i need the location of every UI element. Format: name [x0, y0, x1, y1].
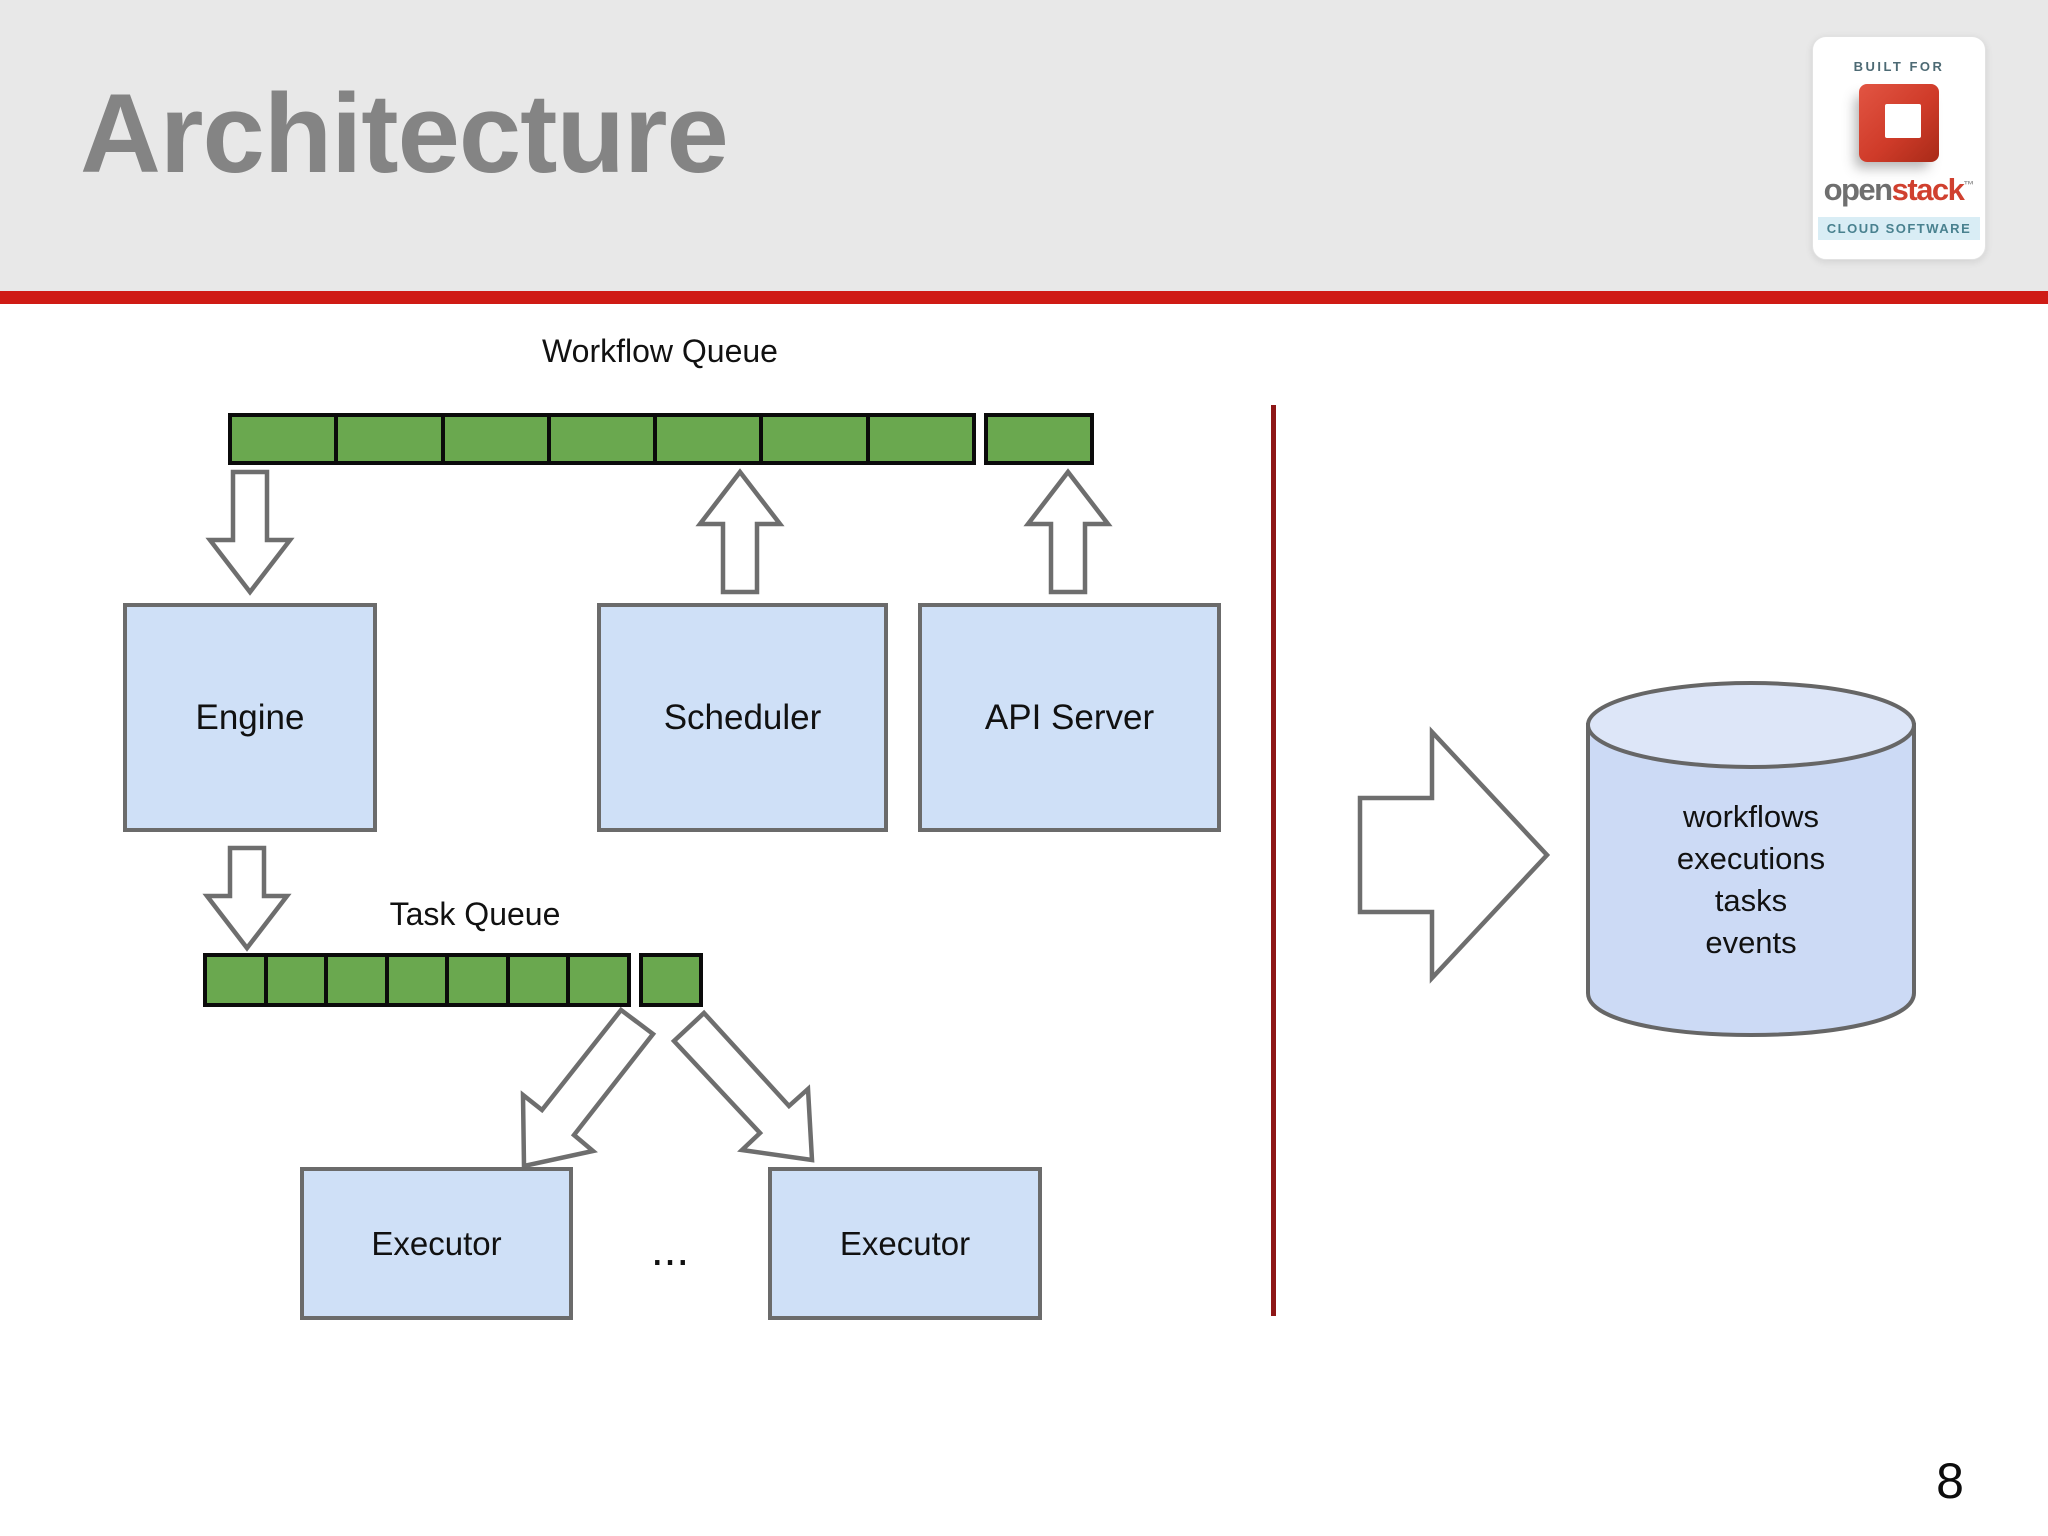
arrow-right-icon: [1357, 726, 1551, 984]
arrow-down-icon: [205, 469, 295, 596]
executor-box-right: Executor: [768, 1167, 1042, 1320]
db-line-workflows: workflows: [1682, 799, 1820, 834]
arrow-diagonal-left-icon: [520, 1006, 657, 1169]
task-queue-label: Task Queue: [389, 896, 561, 932]
cube-hole: [1885, 104, 1921, 138]
openstack-logo-badge: BUILT FOR openstack™ CLOUD SOFTWARE: [1812, 36, 1986, 260]
api-server-box: API Server: [918, 603, 1221, 832]
task-queue-bar: [203, 953, 703, 1007]
queue-cell: [865, 413, 976, 465]
database-cylinder-body: [1586, 723, 1916, 1037]
openstack-cube-logo-icon: [1859, 84, 1939, 162]
page-title: Architecture: [80, 71, 729, 196]
arrow-diagonal-right-icon: [670, 1009, 815, 1163]
logo-tagline: CLOUD SOFTWARE: [1817, 217, 1981, 240]
trademark-symbol: ™: [1963, 179, 1975, 192]
scheduler-label: Scheduler: [663, 697, 822, 737]
queue-cell: [228, 413, 339, 465]
queue-cell: [566, 953, 631, 1007]
engine-label: Engine: [195, 697, 305, 737]
engine-box: Engine: [123, 603, 377, 832]
arrow-up-icon: [1023, 468, 1113, 595]
openstack-wordmark: openstack™: [1813, 174, 1985, 205]
executor-box-left: Executor: [300, 1167, 573, 1320]
workflow-queue-label: Workflow Queue: [542, 333, 778, 369]
queue-cell: [440, 413, 551, 465]
database-cylinder-top: [1586, 681, 1916, 769]
header-band: Architecture BUILT FOR openstack™ CLOUD …: [0, 0, 2048, 291]
db-line-tasks: tasks: [1714, 883, 1788, 918]
queue-cell: [759, 413, 870, 465]
queue-cell: [324, 953, 389, 1007]
queue-cell: [653, 413, 764, 465]
scheduler-box: Scheduler: [597, 603, 888, 832]
executors-ellipsis: ...: [650, 1223, 690, 1275]
page-number: 8: [1936, 1453, 1964, 1509]
arrow-up-icon: [695, 468, 785, 595]
queue-cell: [203, 953, 268, 1007]
api-server-label: API Server: [984, 697, 1155, 737]
arrow-down-icon: [202, 845, 292, 952]
queue-cell: [546, 413, 657, 465]
queue-cell: [638, 953, 703, 1007]
db-line-executions: executions: [1676, 841, 1826, 876]
queue-cell: [505, 953, 570, 1007]
red-divider-line: [0, 291, 2048, 304]
queue-cell: [983, 413, 1094, 465]
wordmark-stack: stack: [1891, 172, 1965, 207]
database-contents: workflows executions tasks events: [1588, 796, 1914, 964]
logo-built-for-text: BUILT FOR: [1853, 59, 1945, 74]
queue-cell: [384, 953, 449, 1007]
workflow-queue-bar: [228, 413, 1094, 465]
queue-cell: [445, 953, 510, 1007]
wordmark-open: open: [1823, 172, 1894, 207]
vertical-separator-line: [1271, 405, 1276, 1316]
db-line-events: events: [1705, 925, 1797, 960]
executor-right-label: Executor: [839, 1224, 971, 1262]
queue-cell: [334, 413, 445, 465]
queue-cell: [263, 953, 328, 1007]
executor-left-label: Executor: [371, 1224, 502, 1262]
